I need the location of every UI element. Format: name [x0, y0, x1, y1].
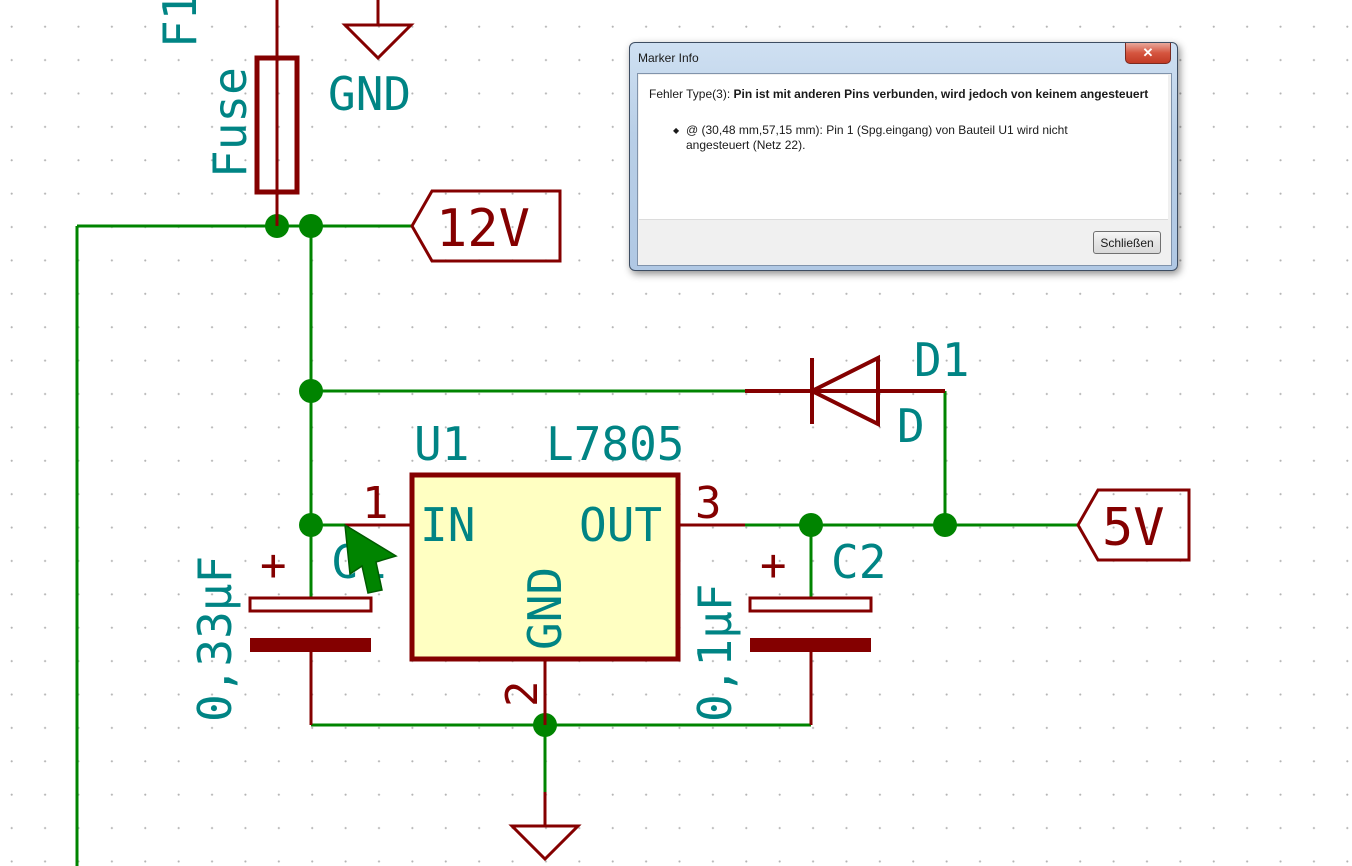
c2-ref-label: C2 [831, 535, 886, 589]
gnd-symbol-top[interactable] [341, 0, 415, 61]
bullet-icon: ◆ [673, 126, 680, 135]
fuse-symbol[interactable] [254, 0, 300, 226]
pin-in-number: 1 [362, 478, 389, 529]
regulator-symbol[interactable] [345, 472, 745, 725]
c2-plus-sign: + [760, 540, 787, 591]
net-label-12v-shape[interactable] [410, 189, 562, 263]
diode-symbol[interactable] [745, 354, 945, 428]
c1-value-label: 0,33µF [188, 556, 242, 722]
capacitor-c1-symbol[interactable] [248, 596, 373, 725]
error-heading: Fehler Type(3): Pin ist mit anderen Pins… [649, 87, 1149, 102]
regulator-ref-label: U1 [414, 417, 469, 471]
pin-out-number: 3 [695, 478, 722, 529]
pin-gnd-name: GND [518, 567, 572, 650]
close-button[interactable]: Schließen [1093, 231, 1161, 254]
diode-value-label: D [897, 399, 925, 453]
marker-info-dialog[interactable]: Marker Info ✕ Fehler Type(3): Pin ist mi… [629, 42, 1178, 271]
capacitor-c2-symbol[interactable] [748, 596, 873, 725]
junction-dot [799, 513, 823, 537]
junction-dot [933, 513, 957, 537]
pin-in-name: IN [420, 498, 475, 552]
pin-gnd-number: 2 [497, 681, 548, 708]
error-description: Pin ist mit anderen Pins verbunden, wird… [733, 87, 1149, 101]
regulator-value-label: L7805 [546, 417, 684, 471]
junction-dot [299, 513, 323, 537]
c1-plus-sign: + [260, 540, 287, 591]
junction-dot [299, 379, 323, 403]
error-type-prefix: Fehler Type(3): [649, 87, 734, 101]
diode-ref-label: D1 [914, 333, 969, 387]
erc-marker-icon[interactable] [344, 523, 398, 594]
gnd-symbol-bottom[interactable] [508, 824, 582, 862]
net-label-5v-shape[interactable] [1076, 488, 1191, 562]
dialog-body: Fehler Type(3): Pin ist mit anderen Pins… [637, 73, 1172, 266]
junction-dot [299, 214, 323, 238]
net-label-5v: 5V [1102, 498, 1165, 558]
marker-message-panel: Fehler Type(3): Pin ist mit anderen Pins… [639, 75, 1168, 220]
fuse-ref-label: F1 [153, 0, 207, 48]
gnd-label-top: GND [328, 67, 411, 121]
error-detail-text: @ (30,48 mm,57,15 mm): Pin 1 (Spg.eingan… [686, 123, 1068, 152]
close-icon[interactable]: ✕ [1125, 43, 1171, 64]
net-label-12v: 12V [436, 199, 530, 259]
fuse-value-label: Fuse [203, 67, 257, 178]
c2-value-label: 0,1µF [688, 584, 742, 722]
dialog-title: Marker Info [638, 51, 699, 65]
pin-out-name: OUT [579, 498, 662, 552]
